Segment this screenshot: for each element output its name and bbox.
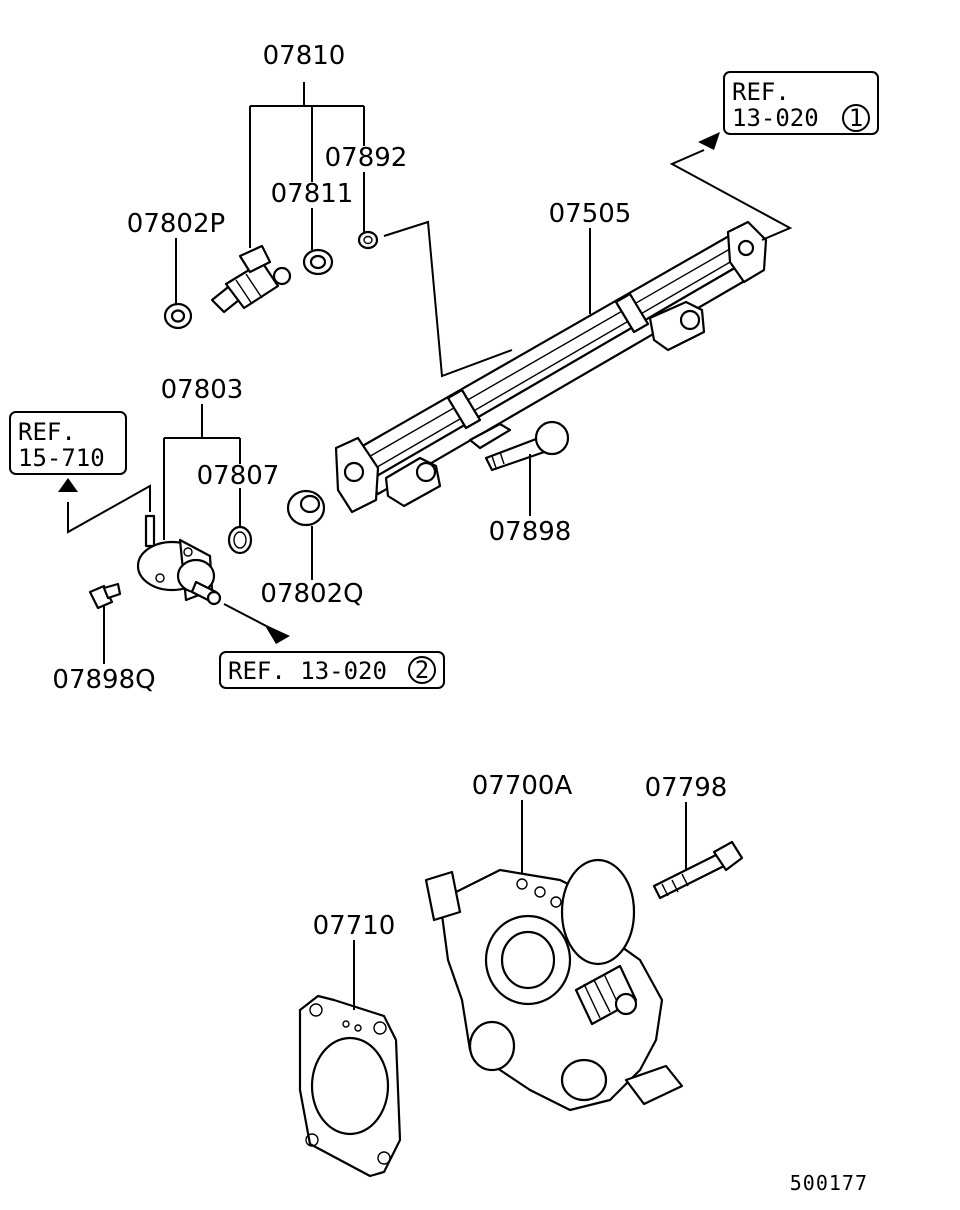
ref-box-13-020-2[interactable]: REF. 13-020 2: [219, 651, 445, 689]
injector[interactable]: [210, 244, 292, 314]
seal-07802P[interactable]: [163, 302, 193, 330]
throttle-body[interactable]: [424, 858, 684, 1112]
label-07710[interactable]: 07710: [313, 911, 396, 941]
label-07898Q[interactable]: 07898Q: [52, 665, 155, 695]
o-ring-07811[interactable]: [302, 248, 334, 276]
ref-13-020-2-text: REF. 13-020: [228, 657, 387, 685]
ref-13-020-2-circled-number: 2: [415, 656, 429, 684]
seal-07802Q[interactable]: [286, 489, 326, 527]
arrow-ref-13-020-1-icon: [698, 132, 720, 150]
ref-15-710-line2: 15-710: [18, 444, 105, 472]
ref-box-13-020-1[interactable]: REF. 13-020 1: [723, 71, 879, 135]
label-07807[interactable]: 07807: [197, 461, 280, 491]
fuel-rail[interactable]: [334, 220, 768, 514]
o-ring-07807[interactable]: [227, 525, 253, 555]
ref-15-710-line1: REF.: [18, 418, 76, 446]
label-07798[interactable]: 07798: [645, 773, 728, 803]
arrow-ref-13-020-2-icon: [264, 624, 290, 644]
bolt-07898[interactable]: [484, 420, 570, 472]
arrow-ref-15-710-icon: [58, 478, 78, 492]
pressure-regulator[interactable]: [136, 514, 222, 606]
bolt-07798[interactable]: [652, 840, 744, 900]
gasket-07710[interactable]: [298, 994, 402, 1178]
leader-lines: [67, 82, 793, 1010]
label-07892[interactable]: 07892: [325, 143, 408, 173]
ref-13-020-1-circled-number: 1: [849, 104, 863, 132]
label-07700A[interactable]: 07700A: [472, 771, 573, 801]
label-07811[interactable]: 07811: [271, 179, 354, 209]
label-07802P[interactable]: 07802P: [127, 209, 225, 239]
label-07803[interactable]: 07803: [161, 375, 244, 405]
label-07802Q[interactable]: 07802Q: [260, 579, 363, 609]
screw-07898Q[interactable]: [88, 582, 122, 610]
ref-box-15-710[interactable]: REF. 15-710: [9, 411, 127, 475]
label-07898[interactable]: 07898: [489, 517, 572, 547]
label-07505[interactable]: 07505: [549, 199, 632, 229]
label-07810[interactable]: 07810: [263, 41, 346, 71]
ref-13-020-1-line2: 13-020: [732, 104, 819, 132]
o-ring-07892[interactable]: [357, 230, 379, 250]
diagram-id: 500177: [790, 1171, 868, 1195]
ref-13-020-1-line1: REF.: [732, 78, 790, 106]
